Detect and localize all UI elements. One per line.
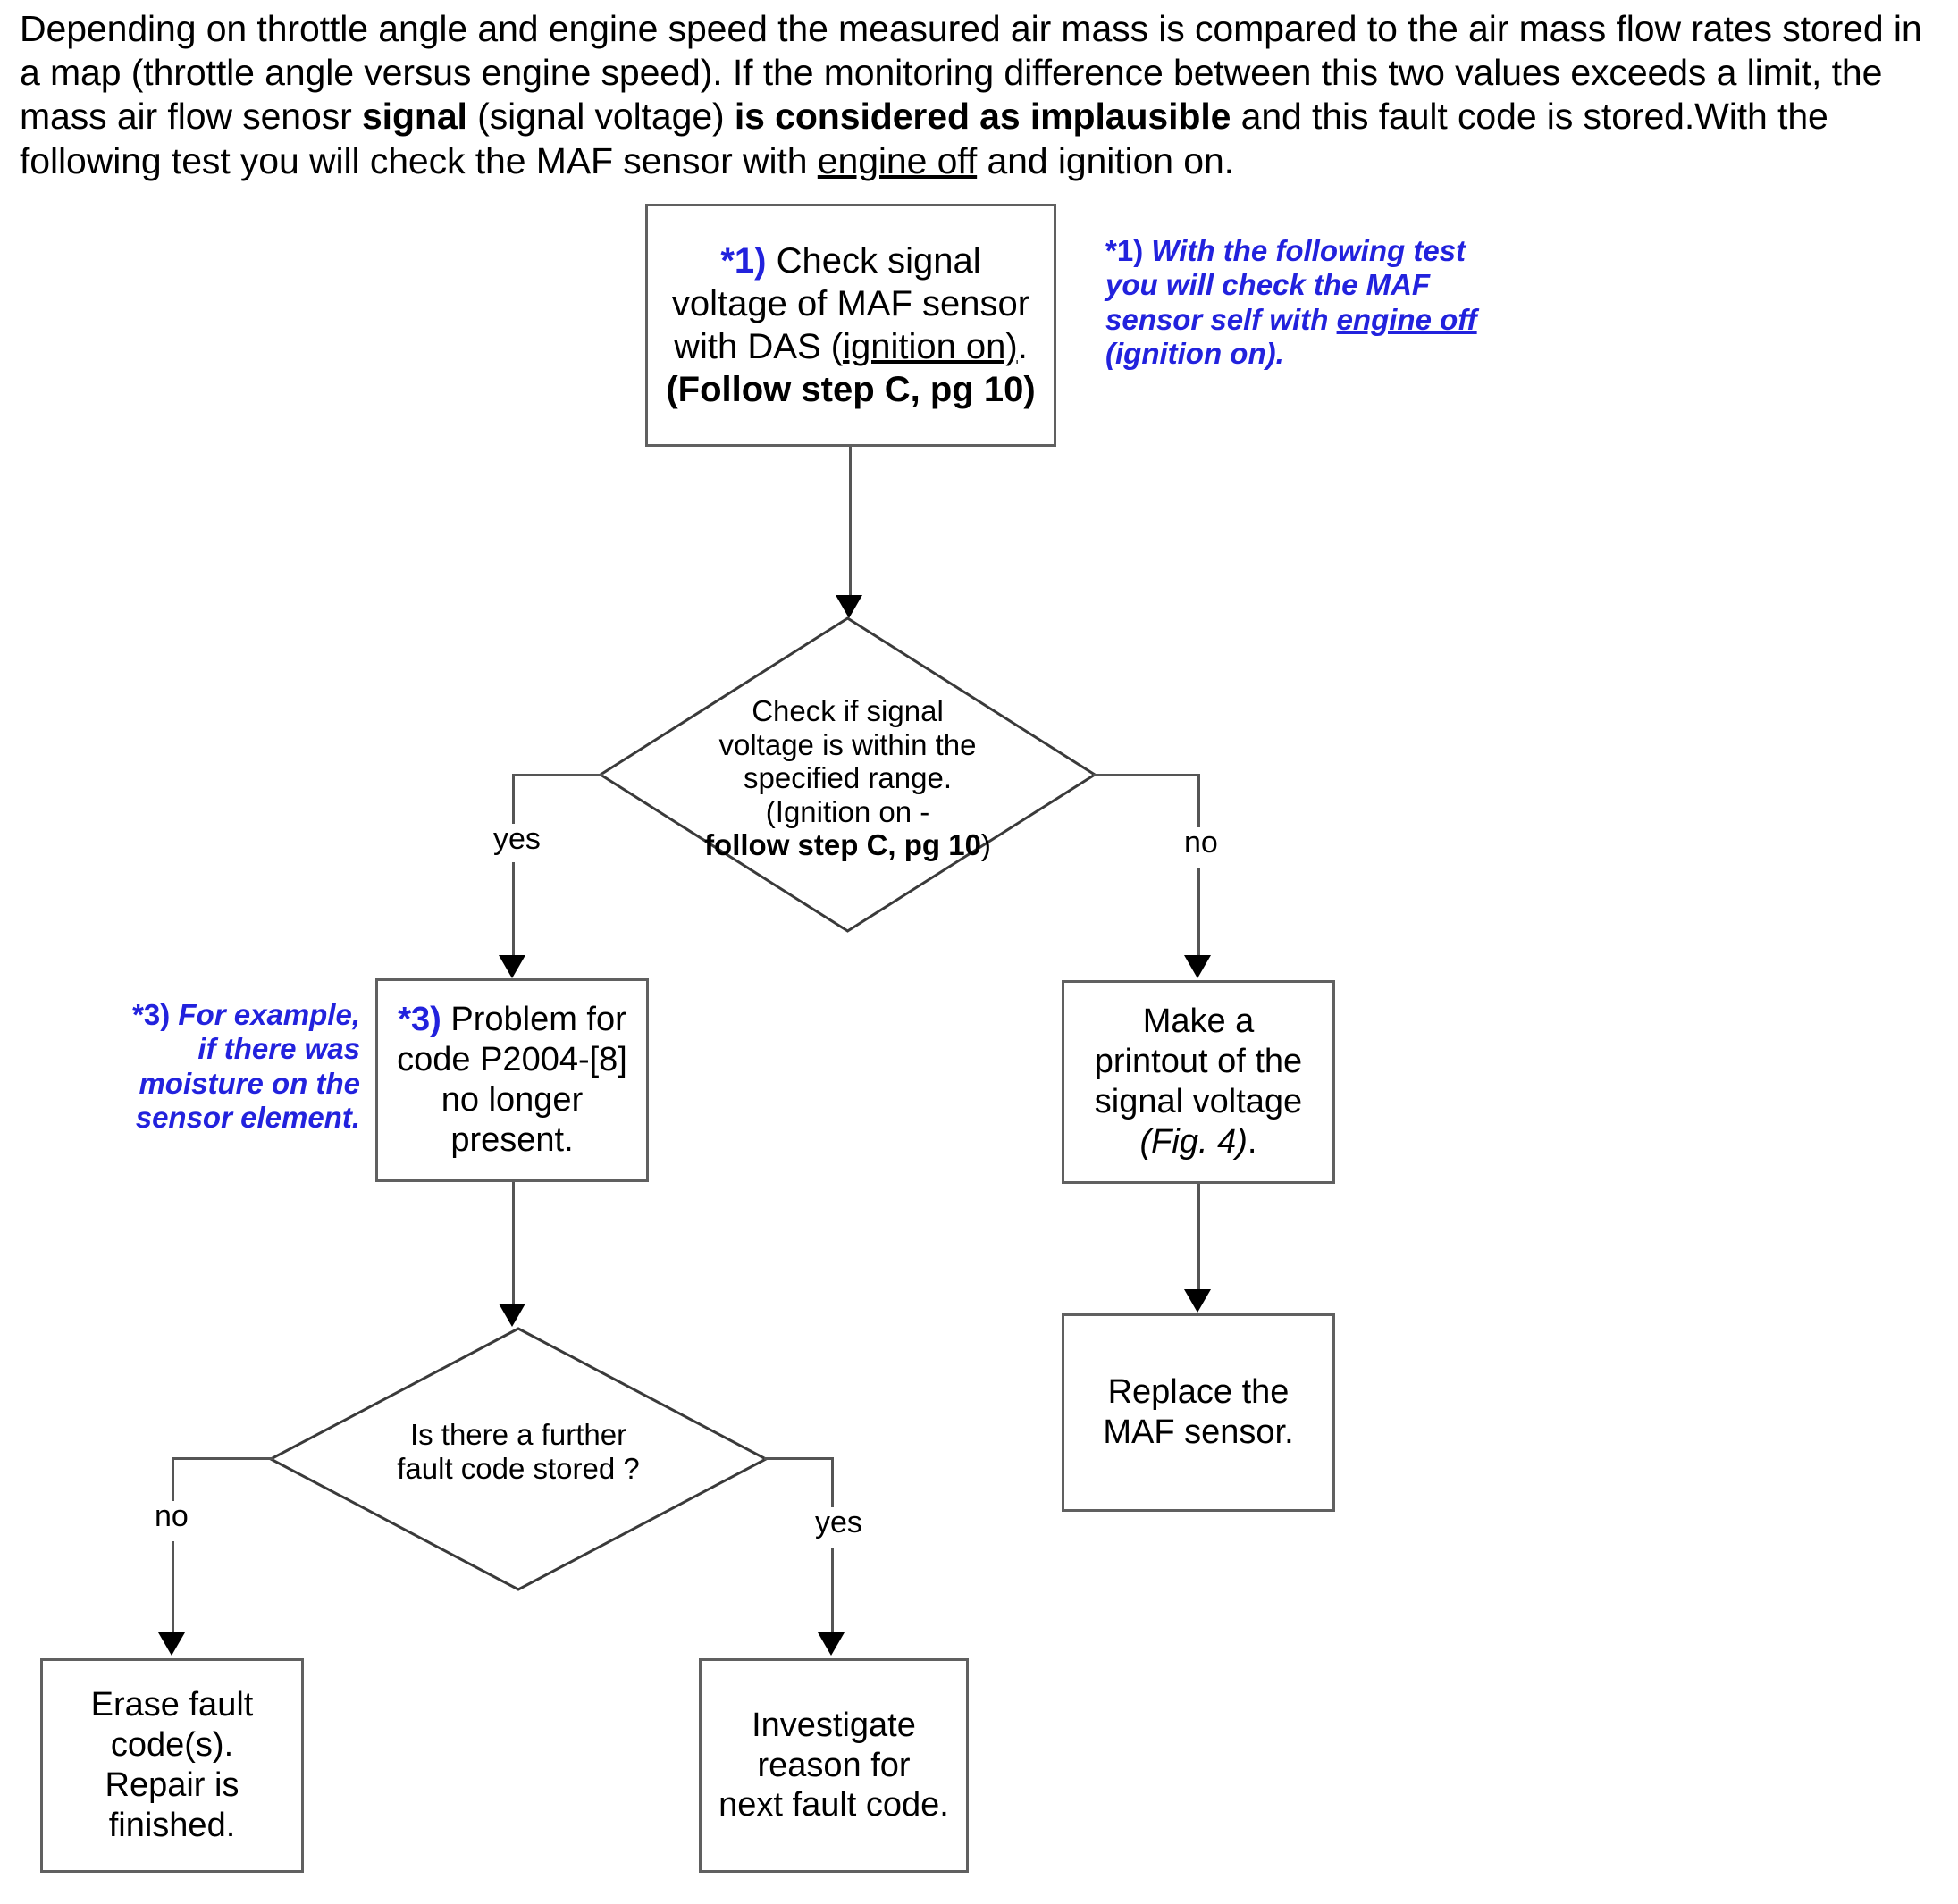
intro-seg-2: (signal voltage) [466,96,735,138]
edge-label-decision2-yes: yes [809,1507,869,1538]
edge-label-decision2-no: no [148,1501,195,1531]
node7-line3: next fault code. [718,1786,949,1824]
node-decision-signal-range[interactable]: Check if signal voltage is within the sp… [598,616,1097,933]
decision2-line2: fault code stored ? [397,1451,640,1485]
note1-line1: *1) With the following test [1105,234,1466,267]
node1-line3: with DAS (ignition on). [674,327,1028,366]
arrowhead-decision2 [499,1304,525,1327]
connector-decision2-yes-to-investigate [831,1548,834,1636]
decision1-label: Check if signal voltage is within the sp… [578,694,1117,862]
note1-engine-off: engine off [1336,302,1477,336]
intro-seg-4: and this fault code is stored.With the f… [20,96,1828,181]
intro-seg-3-implausible: is considered as implausible [734,96,1231,138]
decision2-line1: Is there a further [409,1418,627,1451]
connector-decision2-yes-horizontal [764,1457,834,1460]
node3-line4: present. [450,1120,574,1159]
decision1-line4: (Ignition on - [765,794,930,828]
intro-seg-1-signal: signal [361,96,467,138]
connector-decision1-no-to-printout [1197,868,1200,958]
note1-line4: (ignition on). [1105,336,1284,370]
node1-line4-follow-step: (Follow step C, pg 10) [666,370,1036,409]
node4-line1: Make a [1142,1002,1255,1041]
arrowhead-node-investigate [818,1632,845,1656]
connector-decision1-no-stub [1197,774,1200,831]
decision1-shape [598,616,1097,933]
node3-line1: *3) Problem for [398,1001,626,1039]
node6-line2: code(s). [110,1726,234,1765]
node-make-printout[interactable]: Make a printout of the signal voltage (F… [1062,980,1335,1184]
note1-line3: sensor self with engine off [1105,302,1477,336]
decision2-label: Is there a further fault code stored ? [295,1418,742,1485]
connector-node1-to-decision1 [849,447,852,600]
arrowhead-node-printout [1184,955,1211,978]
node3-line2: code P2004-[8] [397,1041,627,1079]
connector-decision2-no-stub [172,1457,174,1506]
note3-line4: sensor element. [135,1100,360,1134]
connector-decision2-no-to-erase [172,1541,174,1636]
note3-line1: *3) For example, [132,998,360,1031]
decision2-shape [267,1327,769,1591]
node5-line2: MAF sensor. [1103,1413,1294,1451]
node4-line3: signal voltage [1094,1083,1303,1120]
node1-line2: voltage of MAF sensor [671,284,1030,323]
decision1-line2: voltage is within the [718,727,977,761]
node4-fig-reference: (Fig. 4) [1139,1122,1248,1161]
arrowhead-node-problem [499,955,525,978]
annotation-note-3: *3) For example, if there was moisture o… [105,998,360,1135]
connector-decision1-yes-horizontal [512,774,603,776]
node3-line3: no longer [441,1081,584,1119]
arrowhead-node-erase [158,1632,185,1656]
node-problem-no-longer-present[interactable]: *3) Problem for code P2004-[8] no longer… [375,978,649,1182]
decision1-line5: follow step C, pg 10) [704,828,991,862]
connector-decision2-yes-stub [831,1457,834,1511]
intro-seg-6: and ignition on. [977,139,1234,181]
node6-line4: finished. [108,1806,236,1844]
node1-footnote-marker: *1) [720,241,767,281]
node-decision-further-fault-code[interactable]: Is there a further fault code stored ? [267,1327,769,1591]
node5-line1: Replace the [1107,1373,1290,1412]
node-erase-fault-codes[interactable]: Erase fault code(s). Repair is finished. [40,1658,304,1873]
node6-line3: Repair is [105,1766,239,1804]
node7-line2: reason for [757,1746,911,1784]
arrowhead-node-replace [1184,1289,1211,1313]
node4-line4: (Fig. 4). [1139,1122,1257,1161]
note1-line2: you will check the MAF [1105,268,1431,302]
note1-marker: *1) [1105,234,1144,267]
decision1-line3: specified range. [744,761,952,795]
connector-decision2-no-horizontal [172,1457,273,1460]
connector-decision1-yes-stub [512,774,515,827]
node6-line1: Erase fault [90,1686,254,1724]
node3-footnote-marker: *3) [398,1001,441,1039]
note3-line2: if there was [197,1032,360,1066]
intro-seg-5-engine-off: engine off [817,139,978,181]
node-investigate-next-fault-code[interactable]: Investigate reason for next fault code. [699,1658,969,1873]
node-check-signal-voltage[interactable]: *1) Check signal voltage of MAF sensor w… [645,204,1056,447]
connector-decision1-yes-to-node3 [512,862,515,959]
node1-ignition-on: ignition on) [843,327,1018,366]
intro-seg-0: Depending on throttle angle and engine s… [20,8,1922,138]
connector-printout-to-replace [1197,1184,1200,1293]
arrowhead-decision1 [836,595,862,618]
node4-line2: printout of the [1094,1043,1303,1081]
note3-marker: *3) [132,998,171,1031]
edge-label-decision1-yes: yes [487,824,547,854]
annotation-note-1: *1) With the following test you will che… [1105,234,1490,371]
note3-line3: moisture on the [139,1066,360,1100]
node7-line1: Investigate [752,1706,916,1744]
connector-node3-to-decision2 [512,1182,515,1307]
node-replace-maf-sensor[interactable]: Replace the MAF sensor. [1062,1313,1335,1512]
connector-decision1-no-horizontal [1093,774,1200,776]
node1-line1: *1) Check signal [720,241,981,281]
decision1-line1: Check if signal [752,694,944,727]
edge-label-decision1-no: no [1178,827,1224,858]
intro-paragraph: Depending on throttle angle and engine s… [20,7,1945,183]
